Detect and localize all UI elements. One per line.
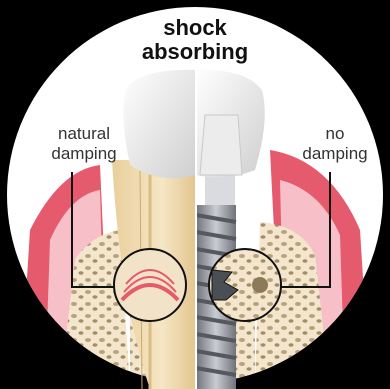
diagram-title: shock absorbing (95, 16, 295, 64)
label-natural-damping: natural damping (34, 124, 134, 164)
title-line-2: absorbing (95, 40, 295, 64)
magnifier-left (114, 249, 186, 321)
natural-crown (123, 70, 196, 179)
label-no-damping: no damping (285, 124, 385, 164)
title-line-1: shock (95, 16, 295, 40)
magnifier-right (209, 249, 281, 321)
